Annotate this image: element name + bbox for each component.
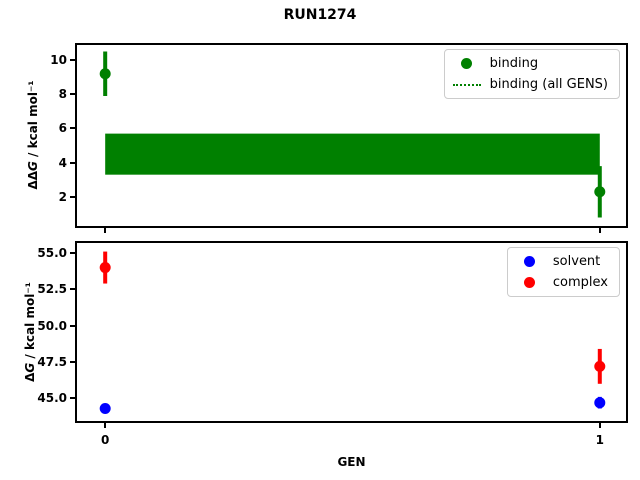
legend-label-binding-all-gens: binding (all GENS) <box>489 77 608 92</box>
legend-item-binding-all-gens: binding (all GENS) <box>452 77 608 92</box>
y-tick-mark <box>70 127 75 130</box>
top-plot-canvas <box>99 51 606 218</box>
legend-handle <box>453 58 481 69</box>
legend-item-binding: binding <box>453 56 608 71</box>
y-tick-label: 52.5 <box>37 282 67 297</box>
y-tick-mark <box>70 252 75 255</box>
uncertainty-band <box>105 133 600 175</box>
y-tick-mark <box>70 288 75 291</box>
y-tick-mark <box>70 195 75 198</box>
x-tick-mark <box>104 228 107 233</box>
y-tick-label: 50.0 <box>37 318 67 333</box>
ylabel-delta: ΔΔ <box>26 170 40 190</box>
x-axis-label: GEN <box>337 455 366 469</box>
legend-handle <box>516 256 544 267</box>
y-tick-label: 47.5 <box>37 355 67 369</box>
bottom-plot-axes: ΔG / kcal mol⁻¹ GEN solvent complex 45.0… <box>23 241 628 469</box>
bottom-plot-legend: solvent complex <box>506 247 620 297</box>
x-tick-mark <box>598 228 601 233</box>
data-point-marker <box>99 262 111 274</box>
data-point-marker <box>594 360 606 372</box>
y-tick-label: 6 <box>58 121 67 136</box>
x-tick-label: 0 <box>101 433 110 447</box>
y-tick-mark <box>70 161 75 164</box>
legend-item-complex: complex <box>516 275 608 290</box>
y-tick-label: 10 <box>50 53 67 68</box>
y-tick-label: 55.0 <box>37 246 67 261</box>
legend-label-complex: complex <box>552 275 608 290</box>
y-tick-label: 8 <box>58 87 67 102</box>
binding-marker-icon <box>461 58 473 69</box>
solvent-marker-icon <box>524 256 536 267</box>
top-plot-axes: ΔΔG / kcal mol⁻¹ binding binding (all GE… <box>26 43 628 233</box>
y-tick-label: 4 <box>58 155 67 170</box>
y-tick-mark <box>70 324 75 327</box>
y-tick-mark <box>70 397 75 400</box>
legend-label-binding: binding <box>489 56 539 71</box>
complex-marker-icon <box>524 277 536 288</box>
top-plot-legend: binding binding (all GENS) <box>443 49 620 99</box>
legend-item-solvent: solvent <box>516 254 608 269</box>
y-tick-label: 45.0 <box>37 391 67 406</box>
figure-title: RUN1274 <box>283 7 357 23</box>
y-tick-mark <box>70 59 75 62</box>
x-tick-mark <box>104 423 107 428</box>
legend-handle <box>516 277 544 288</box>
data-point-marker <box>594 186 606 198</box>
y-tick-label: 2 <box>58 189 67 204</box>
bottom-plot-canvas <box>99 251 606 415</box>
data-point-marker <box>594 397 606 409</box>
legend-label-solvent: solvent <box>552 254 601 269</box>
x-tick-label: 1 <box>595 433 604 447</box>
binding-all-gens-dotted-line-icon <box>452 83 481 86</box>
data-point-marker <box>99 403 111 415</box>
legend-handle <box>452 83 481 86</box>
x-tick-mark <box>598 423 601 428</box>
data-point-marker <box>99 68 111 80</box>
y-tick-mark <box>70 93 75 96</box>
ylabel-delta: Δ <box>23 372 37 382</box>
y-tick-mark <box>70 361 75 363</box>
